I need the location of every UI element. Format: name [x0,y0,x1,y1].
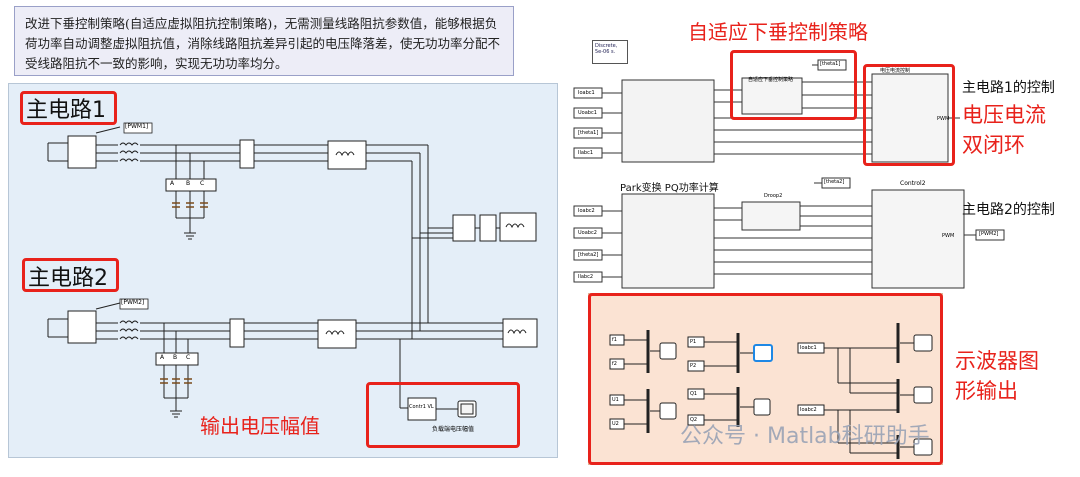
park-pq-block-1 [621,79,715,163]
vi-measure-1 [239,139,255,169]
scope-in-f1: f1 [612,337,617,343]
load-voltage-scope-label: 负载端电压幅值 [432,426,475,433]
in1-theta: [theta1] [578,130,599,136]
scope-output-label: 示波器图 形输出 [955,349,1039,403]
pwm2-tag-right-text: [PWM2] [979,231,999,237]
scope-in-p1: P1 [690,339,697,345]
park-pq-label: Park变换 PQ功率计算 [620,183,719,194]
adaptive-droop-label: 自适应下垂控制策略 [688,20,868,44]
breaker-block [452,214,476,242]
droop2-title: Droop2 [764,193,783,199]
main1-control-label: 主电路1的控制 [962,80,1055,96]
adaptive-droop-highlight [730,50,857,120]
adaptive-droop-block [741,77,803,115]
in2-uoabc: Uoabc2 [578,230,597,236]
in2-ilabc: Ilabc2 [578,274,594,280]
control-vl-text: Contr1 VL [409,404,434,410]
in1-uoabc: Uoabc1 [578,110,597,116]
cap1-phase-a: A [170,180,175,187]
main-circuit-2-highlight [22,258,119,292]
cap2-phase-c: C [186,354,191,361]
control2-block [871,189,965,289]
control1-title: 电压电流控制 [880,68,911,74]
powergui-discrete-block[interactable]: Discrete, 5e-06 s. [592,40,628,64]
pwm2-goto-tag [119,298,149,310]
control2-title: Control2 [900,180,926,187]
scope-in-q1: Q1 [690,391,698,397]
in2-ioabc: Ioabc2 [578,208,595,214]
control-system-diagram [573,59,1005,289]
scope-in-f2: f2 [612,361,617,367]
pwm2-goto-tag-right [975,229,1005,241]
park-pq-block-2 [621,193,715,289]
theta1-tag-text: [theta1] [820,61,841,67]
control2-pwm-port: PWM [942,233,955,239]
voltage-current-loop-label: 电压电流 双闭环 [962,103,1046,157]
power-circuit-diagram [47,122,538,421]
line-impedance-1 [327,140,367,170]
cap2-phase-a: A [160,354,165,361]
inverter-1-block [67,135,97,169]
capacitor-bank-1 [165,178,217,192]
pwm1-tag-text: [PWM1] [125,123,149,130]
output-voltage-label: 输出电压幅值 [200,414,320,438]
theta2-tag-text: [theta2] [824,179,845,185]
droop-block-title: 自适应下垂控制策略 [748,77,794,83]
scope-diagram [609,323,933,459]
main-circuit-1-label: 主电路1 [26,98,106,123]
vi-measure-2 [229,318,245,348]
watermark-text: 公众号 · Matlab科研助手 [680,424,930,449]
inverter-2-block [67,310,97,344]
voltage-current-loop-highlight [863,64,955,166]
scope-in-u2: U2 [612,421,619,427]
in1-ioabc: Ioabc1 [578,90,595,96]
scope-in-p2: P2 [690,363,697,369]
in2-theta: [theta2] [578,252,599,258]
scope-in-q2: Q2 [690,417,698,423]
scope-in-ioabc2: Ioabc2 [800,407,817,413]
main-circuit-1-highlight [20,91,117,125]
control1-pwm-port: PWM [937,116,950,122]
scope-in-ioabc1: Ioabc1 [800,345,817,351]
scope-in-u1: U1 [612,397,619,403]
cap2-phase-b: B [173,354,178,361]
droop2-block [741,201,801,231]
line-impedance-2 [317,319,357,349]
main-circuit-2-label: 主电路2 [28,266,108,291]
in1-ilabc: Ilabc1 [578,150,594,156]
output-voltage-highlight [366,382,520,448]
cap1-phase-b: B [186,180,191,187]
main2-control-label: 主电路2的控制 [962,202,1055,218]
pwm1-goto-tag [123,122,153,134]
capacitor-bank-2 [155,352,199,366]
scope-area-highlight [588,293,943,465]
strategy-description-note: 改进下垂控制策略(自适应虚拟阻抗控制策略)，无需测量线路阻抗参数值，能够根据负荷… [14,6,514,76]
pwm2-tag-text: [PWM2] [121,299,145,306]
cap1-phase-c: C [200,180,205,187]
